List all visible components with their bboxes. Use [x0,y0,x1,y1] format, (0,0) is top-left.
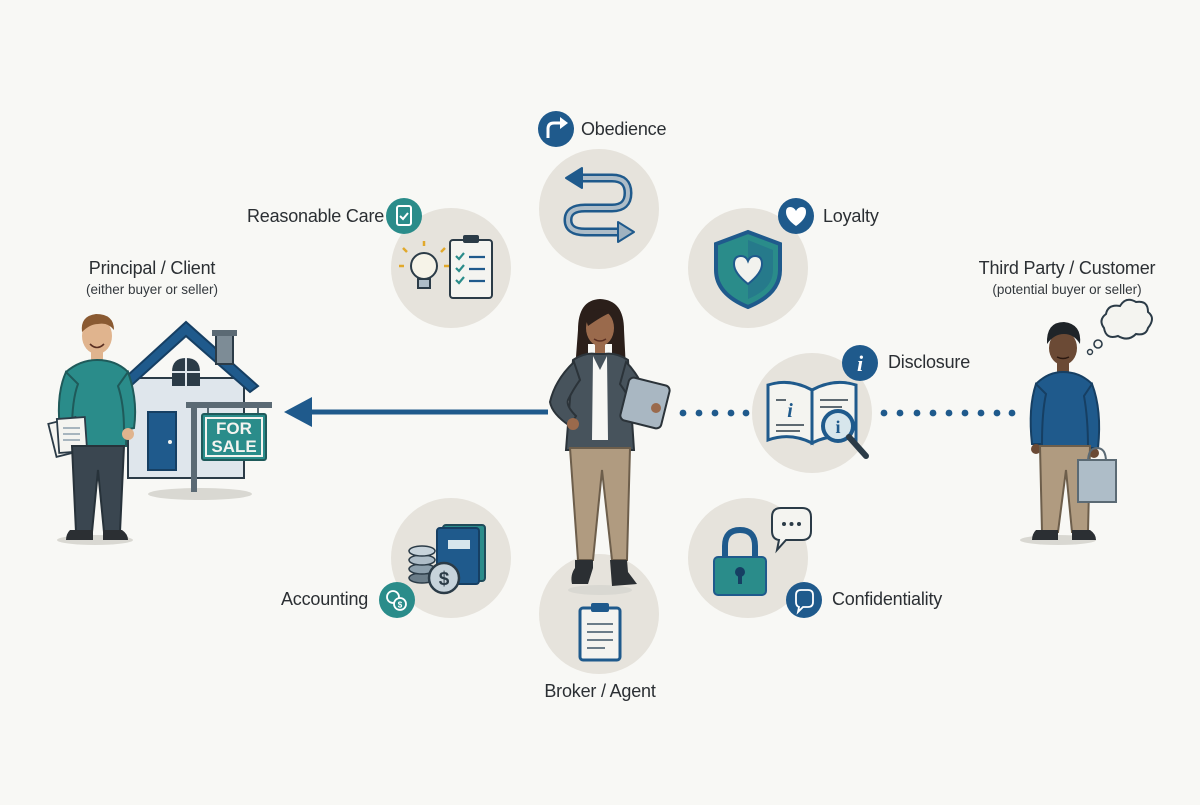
accounting-node: $ [391,498,511,618]
obedience-label: Obedience [581,119,667,139]
principal-title: Principal / Client [88,258,216,278]
svg-text:i: i [787,400,793,422]
third-party-customer-figure [1020,322,1117,545]
svg-text:i: i [857,351,864,376]
u-turn-arrows-icon [563,167,635,243]
broker-agent-label: Broker / Agent [544,681,656,701]
lightbulb-icon [399,241,449,289]
speech-bubble-icon [771,507,812,554]
for-sale-sign [186,402,272,492]
broker-agent-figure [548,299,671,595]
svg-text:$: $ [398,601,403,610]
magnifier-icon: i [821,409,869,459]
disclosure-label: Disclosure [888,352,971,372]
accounting-badge-icon: $ [379,582,415,618]
reasonable-care-node [391,208,511,328]
confidentiality-node [688,498,812,618]
disclosure-node: i i [752,353,872,473]
svg-text:$: $ [439,569,450,590]
loyalty-badge-icon [778,198,814,234]
sign-line-1: FOR [216,419,252,438]
third-party-subtitle: (potential buyer or seller) [992,282,1142,297]
svg-text:i: i [835,417,840,437]
dotted-line-right [880,409,1016,417]
dotted-line-left [679,409,750,417]
loyalty-label: Loyalty [823,206,879,226]
confidentiality-label: Confidentiality [832,589,943,609]
obedience-node [539,149,659,269]
thought-cloud-icon [1086,298,1153,356]
clipboard-icon [578,603,622,662]
reasonable-care-badge-icon [386,198,422,234]
checklist-icon [449,235,493,299]
sign-line-2: SALE [211,437,256,456]
third-party-title: Third Party / Customer [978,258,1156,278]
coin-stack-icon [408,545,436,584]
padlock-icon [713,526,767,596]
disclosure-badge-icon: i [842,345,878,381]
reasonable-care-label: Reasonable Care [247,206,385,226]
shield-heart-icon [714,229,782,310]
obedience-badge-icon [538,111,574,147]
fiduciary-arrow [284,397,548,427]
shopping-bag-icon [1077,446,1117,503]
principal-client-figure [47,314,137,545]
confidentiality-badge-icon [786,582,822,618]
loyalty-node [688,208,808,328]
broker-node [539,554,659,674]
principal-subtitle: (either buyer or seller) [85,282,219,297]
dollar-coin-icon: $ [427,561,461,595]
accounting-label: Accounting [281,589,369,609]
house-icon [114,320,260,500]
